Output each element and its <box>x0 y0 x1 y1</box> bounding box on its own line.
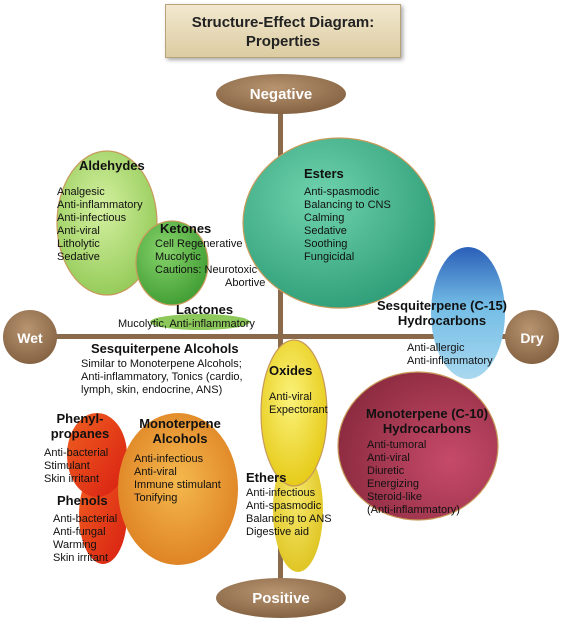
monoterpene-hydrocarbons-ellipse <box>337 371 499 521</box>
phenols-list: Anti-bacterial Anti-fungal Warming Skin … <box>53 513 117 565</box>
list-item: Fungicidal <box>304 251 355 263</box>
phenylpropanes-list: Anti-bacterial Stimulant Skin irritant <box>44 447 108 486</box>
phenylpropanes-ellipse <box>67 413 127 497</box>
axis-label-positive: Positive <box>252 590 310 607</box>
heading-line: Monoterpene (C-10) <box>365 406 489 421</box>
heading-line: propanes <box>50 426 110 441</box>
sesquiterpene-alcohols-list: Similar to Monoterpene Alcohols; Anti-in… <box>81 358 243 397</box>
list-item: Anti-spasmodic <box>246 500 322 512</box>
list-item: Anti-inflammatory, Tonics (cardio, <box>81 371 243 383</box>
ketones-list: Cell Regenerative Mucolytic Cautions: Ne… <box>155 238 265 290</box>
list-item: Anti-allergic <box>407 342 465 354</box>
aldehydes-list: Analgesic Anti-inflammatory Anti-infecti… <box>57 186 143 264</box>
list-item: Energizing <box>367 478 419 490</box>
dry-pole <box>505 310 559 364</box>
sesquiterpene-hydrocarbons-ellipse <box>431 247 505 379</box>
esters-ellipse <box>242 137 436 309</box>
list-item: Stimulant <box>44 460 90 472</box>
phenols-heading: Phenols <box>57 493 108 508</box>
monoterpene-alcohols-heading: Monoterpene Alcohols <box>126 416 234 446</box>
lactones-heading: Lactones <box>176 302 234 317</box>
monoterpene-alcohols-ellipse <box>118 413 238 565</box>
diagram-title: Structure-Effect Diagram: Properties <box>165 4 401 58</box>
list-item: Mucolytic <box>155 251 201 263</box>
list-item: Expectorant <box>269 404 328 416</box>
list-item: Anti-infectious <box>57 212 127 224</box>
esters-heading: Esters <box>304 166 344 181</box>
title-line-2: Properties <box>245 33 321 50</box>
list-item: Balancing to CNS <box>304 199 391 211</box>
heading-line: Hydrocarbons <box>382 421 472 436</box>
axis-label-wet: Wet <box>17 330 43 346</box>
list-item: Cell Regenerative <box>155 238 243 250</box>
list-item: Immune stimulant <box>134 479 221 491</box>
aldehydes-heading: Aldehydes <box>79 158 145 173</box>
lactones-desc: Mucolytic, Anti-inflammatory <box>118 318 255 330</box>
wet-pole <box>3 310 57 364</box>
list-item: lymph, skin, endocrine, ANS) <box>81 384 223 396</box>
monoterpene-hydrocarbons-heading: Monoterpene (C-10) Hydrocarbons <box>357 406 497 436</box>
list-item: Anti-viral <box>57 225 100 237</box>
list-item: Steroid-like <box>367 491 423 503</box>
list-item: Diuretic <box>367 465 405 477</box>
heading-line: Sesquiterpene (C-15) <box>376 298 508 313</box>
oxides-heading: Oxides <box>269 363 313 378</box>
list-item: Litholytic <box>57 238 100 250</box>
list-item: Anti-spasmodic <box>304 186 380 198</box>
title-line-1: Structure-Effect Diagram: <box>191 14 375 31</box>
list-item: Anti-viral <box>367 452 410 464</box>
list-item: Digestive aid <box>246 526 309 538</box>
heading-line: Hydrocarbons <box>397 313 487 328</box>
heading-line: Phenyl- <box>56 411 104 426</box>
list-item: Tonifying <box>134 492 178 504</box>
horizontal-axis <box>40 334 530 339</box>
list-item: Anti-fungal <box>53 526 106 538</box>
list-item: Soothing <box>304 238 348 250</box>
list-item: Skin irritant <box>53 552 109 564</box>
ethers-list: Anti-infectious Anti-spasmodic Balancing… <box>246 487 332 539</box>
ketones-heading: Ketones <box>160 221 212 236</box>
axis-label-negative: Negative <box>249 86 313 103</box>
list-item: Analgesic <box>57 186 105 198</box>
oxides-ellipse <box>260 339 328 487</box>
list-item: Balancing to ANS <box>246 513 332 525</box>
list-item: Sedative <box>57 251 100 263</box>
list-item: Anti-inflammatory <box>407 355 493 367</box>
list-item: Anti-viral <box>134 466 177 478</box>
ethers-heading: Ethers <box>246 470 287 485</box>
list-item: Skin irritant <box>44 473 100 485</box>
list-item: Anti-bacterial <box>44 447 109 459</box>
list-item: (Anti-inflammatory) <box>367 504 460 516</box>
list-item: Anti-inflammatory <box>57 199 143 211</box>
list-item: Cautions: Neurotoxic <box>155 264 258 276</box>
list-item: Anti-infectious <box>246 487 316 499</box>
negative-pole <box>216 74 346 114</box>
list-item: Anti-viral <box>269 391 312 403</box>
esters-list: Anti-spasmodic Balancing to CNS Calming … <box>304 186 391 264</box>
list-item: Abortive <box>225 277 266 289</box>
lactones-ellipse <box>150 314 250 330</box>
list-item: Sedative <box>304 225 347 237</box>
list-item: Anti-tumoral <box>367 439 427 451</box>
sesquiterpene-hydrocarbons-heading: Sesquiterpene (C-15) Hydrocarbons <box>372 298 512 328</box>
positive-pole <box>216 578 346 618</box>
heading-line: Alcohols <box>152 431 208 446</box>
aldehydes-ellipse <box>56 150 158 296</box>
sesquiterpene-alcohols-heading: Sesquiterpene Alcohols <box>91 341 239 356</box>
monoterpene-hydrocarbons-list: Anti-tumoral Anti-viral Diuretic Energiz… <box>367 439 460 517</box>
list-item: Anti-infectious <box>134 453 204 465</box>
oxides-list: Anti-viral Expectorant <box>269 391 328 417</box>
ketones-ellipse <box>135 220 209 306</box>
list-item: Anti-bacterial <box>53 513 118 525</box>
monoterpene-alcohols-list: Anti-infectious Anti-viral Immune stimul… <box>134 453 221 505</box>
list-item: Similar to Monoterpene Alcohols; <box>81 358 242 370</box>
sesquiterpene-hydrocarbons-list: Anti-allergic Anti-inflammatory <box>407 342 493 368</box>
phenylpropanes-heading: Phenyl- propanes <box>40 411 120 441</box>
heading-line: Monoterpene <box>139 416 221 431</box>
list-item: Calming <box>304 212 345 224</box>
list-item: Warming <box>53 539 97 551</box>
axis-label-dry: Dry <box>520 330 544 346</box>
